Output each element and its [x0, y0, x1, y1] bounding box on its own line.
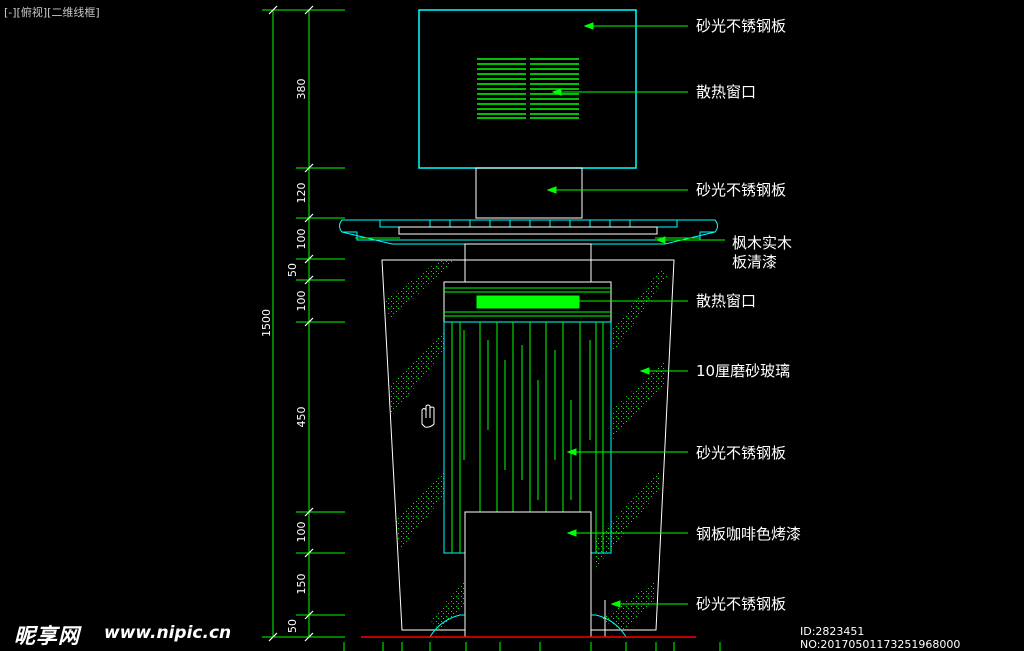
hand-cursor-icon [421, 404, 435, 428]
dim-100-b: 100 [295, 291, 308, 312]
callout-panel-steel: 砂光不锈钢板 [696, 444, 786, 462]
dimension-ticks [262, 9, 345, 638]
top-vent-window [477, 58, 579, 119]
dim-50-b: 50 [286, 619, 299, 633]
watermark-url: www.nipic.cn [104, 623, 232, 643]
dim-450: 450 [295, 407, 308, 428]
dim-100-c: 100 [295, 522, 308, 543]
viewport-label[interactable]: [-][俯视][二维线框] [4, 6, 100, 19]
dim-50-a: 50 [286, 263, 299, 277]
watermark-logo: 昵享网 [14, 624, 80, 648]
callout-glass: 10厘磨砂玻璃 [696, 362, 790, 380]
glass-body [381, 259, 675, 631]
dim-total: 1500 [260, 309, 273, 337]
callout-labels: 砂光不锈钢板 散热窗口 砂光不锈钢板 枫木实木 板清漆 散热窗口 10厘磨砂玻璃… [696, 17, 801, 613]
dimension-labels: 1500 380 120 100 50 100 450 100 150 50 [260, 79, 308, 634]
image-id: ID:2823451 NO:20170501173251968000 [800, 625, 961, 651]
bottom-ticks [343, 642, 721, 651]
dimension-chain [262, 5, 345, 642]
dim-120: 120 [295, 183, 308, 204]
top-panel [418, 9, 637, 219]
callout-maple-line1: 枫木实木 [732, 234, 792, 252]
mid-vent-window [476, 295, 580, 309]
callout-top-vent: 散热窗口 [696, 83, 756, 101]
callout-maple-line2: 板清漆 [732, 253, 777, 271]
callout-top-steel: 砂光不锈钢板 [696, 17, 786, 35]
base [361, 600, 696, 638]
dim-100-a: 100 [295, 229, 308, 250]
collar [443, 243, 612, 323]
callout-coffee-paint: 钢板咖啡色烤漆 [696, 525, 801, 543]
callout-neck-steel: 砂光不锈钢板 [696, 181, 786, 199]
stainless-panel [443, 321, 612, 638]
dim-150: 150 [295, 574, 308, 595]
callout-mid-vent: 散热窗口 [696, 292, 756, 310]
neck-post [475, 167, 583, 219]
callout-base-steel: 砂光不锈钢板 [696, 595, 786, 613]
leader-lines [546, 22, 725, 608]
dim-380: 380 [295, 79, 308, 100]
